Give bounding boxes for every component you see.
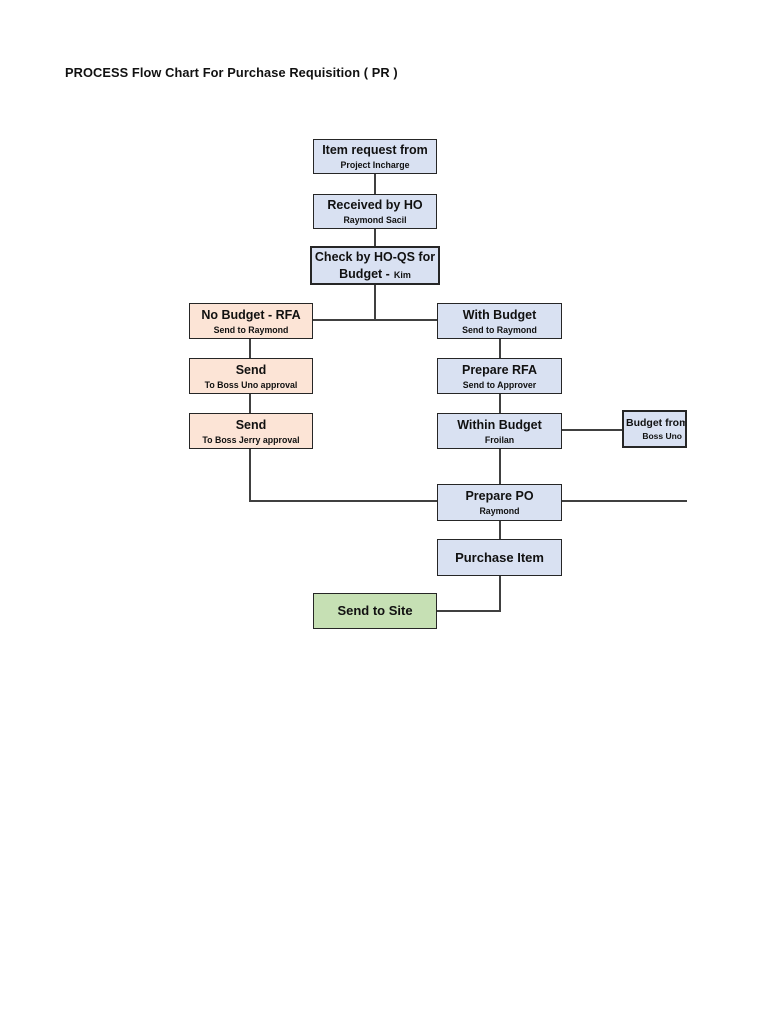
connector-sendjerry-down (249, 449, 251, 502)
flow-node-check-budget: Check by HO-QS for Budget - Kim (310, 246, 440, 285)
node-title: Budget from (626, 417, 687, 429)
flow-node-prepare-rfa: Prepare RFA Send to Approver (437, 358, 562, 394)
page-title: PROCESS Flow Chart For Purchase Requisit… (65, 65, 398, 80)
connector-item-to-received (374, 174, 376, 194)
node-title: Send (235, 362, 267, 377)
node-subtitle: Send to Raymond (462, 324, 537, 335)
connector-preparerfa-to-withinbudget (499, 394, 501, 413)
flow-node-send-boss-uno: Send To Boss Uno approval (189, 358, 313, 394)
node-title: No Budget - RFA (201, 307, 301, 322)
flow-node-prepare-po: Prepare PO Raymond (437, 484, 562, 521)
connector-withinbudget-to-preparepo (499, 449, 501, 484)
node-title-budget: Budget - (339, 267, 390, 281)
connector-received-to-check (374, 229, 376, 247)
node-person: Kim (393, 270, 411, 280)
flow-node-received-by-ho: Received by HO Raymond Sacil (313, 194, 437, 229)
flow-node-within-budget: Within Budget Froilan (437, 413, 562, 449)
connector-left-to-preparepo (249, 500, 437, 502)
node-title-line2: Budget - Kim (339, 267, 411, 281)
node-title: Prepare RFA (461, 362, 538, 377)
node-title: With Budget (462, 307, 537, 322)
flow-node-budget-from-boss-uno: Budget from Boss Uno (622, 410, 687, 448)
flow-node-send-to-site: Send to Site (313, 593, 437, 629)
node-subtitle: Project Incharge (340, 160, 410, 170)
node-title: Check by HO-QS for (314, 250, 436, 264)
connector-check-to-branch (374, 284, 376, 321)
connector-nobudget-to-senduno (249, 339, 251, 358)
node-title: Received by HO (327, 198, 423, 212)
node-title: Purchase Item (455, 549, 544, 565)
node-title: Item request from (322, 143, 428, 157)
connector-withbudget-to-preparerfa (499, 339, 501, 358)
connector-withinbudget-to-budgetfrom (562, 429, 622, 431)
node-title: Send to Site (337, 603, 413, 618)
connector-preparepo-to-purchase (499, 521, 501, 539)
node-title: Within Budget (457, 417, 542, 432)
node-subtitle: Send to Approver (462, 379, 537, 390)
node-subtitle: Raymond (479, 506, 520, 516)
connector-branch-horizontal (313, 319, 437, 321)
flow-node-send-boss-jerry: Send To Boss Jerry approval (189, 413, 313, 449)
node-title: Send (235, 417, 267, 432)
flow-node-with-budget: With Budget Send to Raymond (437, 303, 562, 339)
node-subtitle: To Boss Jerry approval (202, 434, 300, 445)
flow-node-purchase-item: Purchase Item (437, 539, 562, 576)
flow-node-item-request: Item request from Project Incharge (313, 139, 437, 174)
node-subtitle: Send to Raymond (213, 324, 289, 335)
node-subtitle: Boss Uno (642, 431, 682, 441)
node-subtitle: Froilan (484, 434, 515, 445)
node-title: Prepare PO (465, 489, 534, 503)
flow-node-no-budget-rfa: No Budget - RFA Send to Raymond (189, 303, 313, 339)
connector-to-sendtosite (437, 610, 501, 612)
connector-senduno-to-sendjerry (249, 394, 251, 413)
node-subtitle: To Boss Uno approval (204, 379, 298, 390)
connector-preparepo-right (562, 500, 687, 502)
connector-purchase-down (499, 576, 501, 612)
node-subtitle: Raymond Sacil (343, 215, 407, 225)
